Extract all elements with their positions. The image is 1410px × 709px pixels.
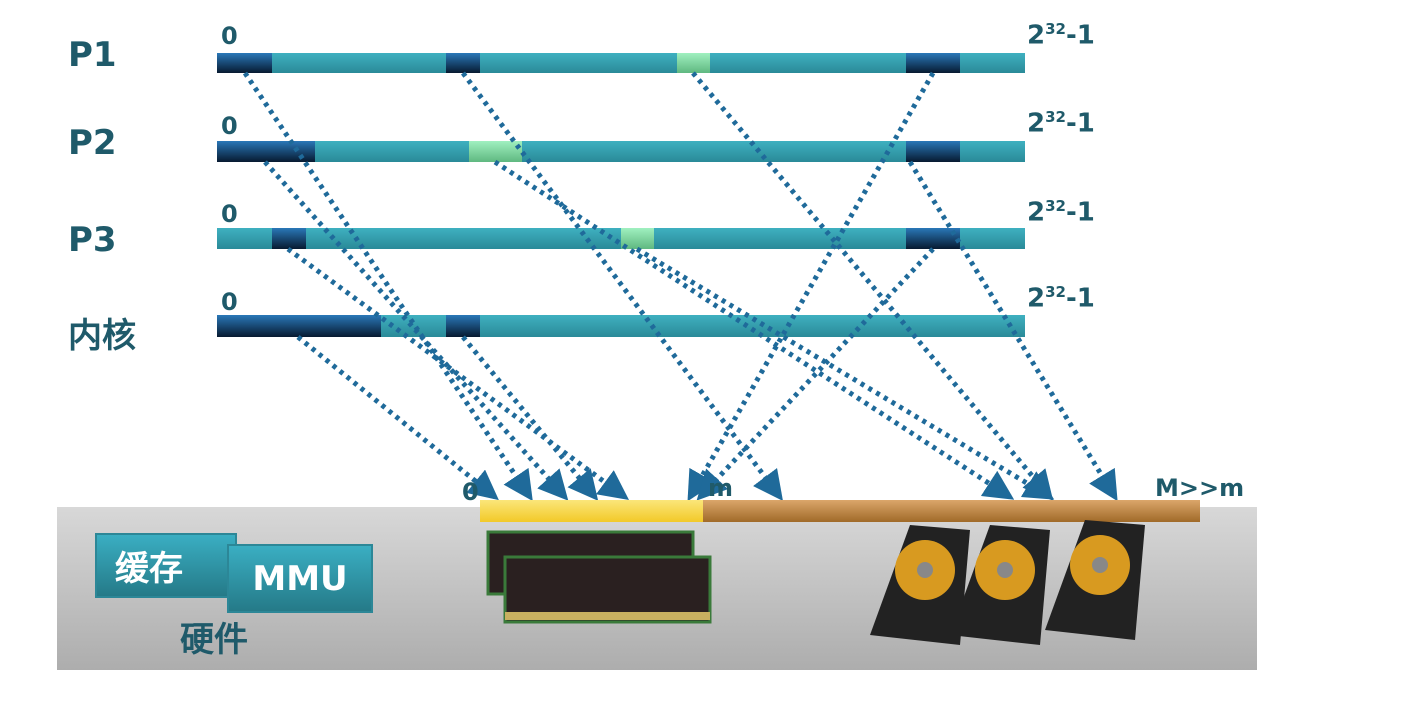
mapping-arrow — [242, 71, 533, 502]
mapped-page — [217, 141, 315, 162]
mapping-arrow — [907, 160, 1118, 502]
mapped-page — [217, 53, 272, 73]
address-space-bar — [217, 315, 1025, 337]
address-space-bar — [217, 53, 1025, 73]
p3-end: 232-1 — [1027, 197, 1095, 228]
mapping-arrow — [687, 71, 936, 502]
mapping-arrow — [296, 335, 499, 501]
mapping-arrow — [691, 71, 1054, 501]
p2-end: 232-1 — [1027, 108, 1095, 139]
mapped-page — [446, 53, 480, 73]
mapping-arrow — [696, 247, 935, 501]
cache-box: 缓存 — [95, 533, 237, 598]
mapping-arrow — [263, 160, 569, 501]
mapped-page — [217, 315, 381, 337]
mapping-arrow — [493, 159, 1015, 500]
mapping-arrow — [460, 71, 783, 502]
hardware-label: 硬件 — [180, 620, 248, 660]
p3-start: 0 — [221, 200, 238, 228]
hard-disk-icons — [870, 520, 1145, 645]
space-label-p2: P2 — [68, 123, 117, 163]
p2-start: 0 — [221, 112, 238, 140]
mapped-page — [272, 228, 306, 249]
mapping-arrow — [461, 335, 599, 501]
address-space-bar — [217, 141, 1025, 162]
ram-range — [480, 500, 703, 522]
mapped-page — [906, 141, 960, 162]
mapped-page — [906, 228, 960, 249]
kernel-end: 232-1 — [1027, 283, 1095, 314]
ram-end-label: m — [708, 474, 734, 502]
disk-range — [703, 500, 1200, 522]
kernel-start: 0 — [221, 288, 238, 316]
p1-end: 232-1 — [1027, 20, 1095, 51]
p1-start: 0 — [221, 22, 238, 50]
swapped-page — [677, 53, 710, 73]
mapping-arrow — [286, 246, 630, 500]
memory-start: 0 — [462, 478, 479, 506]
mapped-page — [906, 53, 960, 73]
space-label-p3: P3 — [68, 220, 117, 260]
swapped-page — [621, 228, 654, 249]
swapped-page — [469, 141, 522, 162]
mapped-page — [446, 315, 480, 337]
space-label-kernel: 内核 — [68, 316, 136, 356]
ram-modules-icon — [486, 530, 712, 624]
space-label-p1: P1 — [68, 35, 117, 75]
mmu-box: MMU — [227, 544, 373, 613]
disk-end-label: M>>m — [1155, 474, 1245, 502]
